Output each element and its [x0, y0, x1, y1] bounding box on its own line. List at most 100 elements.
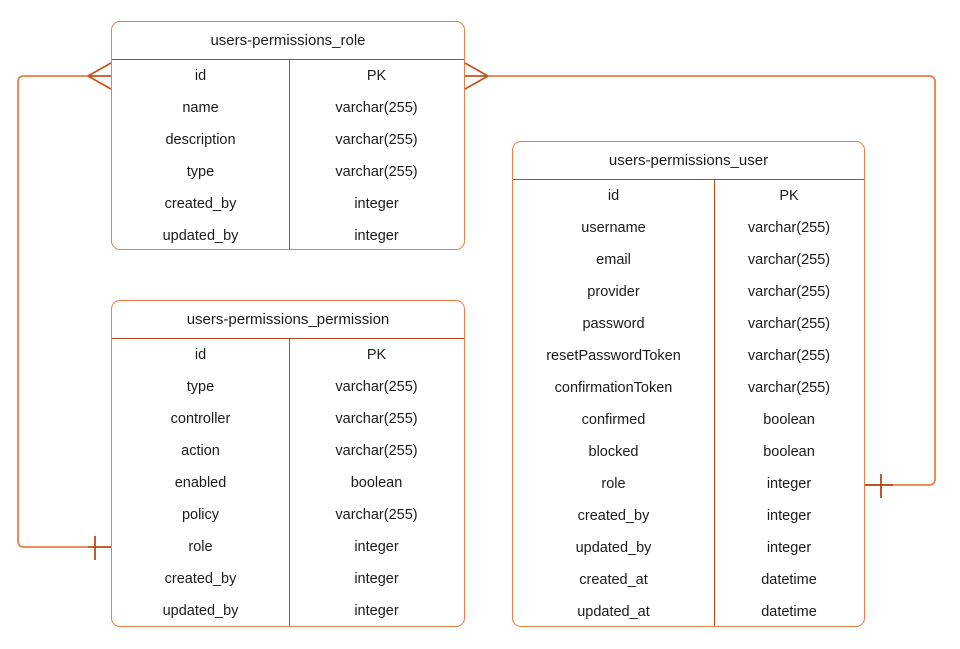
field-type: varchar(255) [335, 507, 418, 523]
field-name: email [596, 252, 631, 268]
field-type: integer [354, 539, 399, 555]
field-type: varchar(255) [747, 380, 831, 396]
field-row[interactable]: password varchar(255) [513, 308, 864, 340]
field-row[interactable]: created_by integer [112, 188, 464, 220]
field-name: resetPasswordToken [546, 348, 681, 364]
field-name: created_by [164, 571, 237, 587]
connector-line-permission-role [17, 75, 88, 548]
tick-one-permission-left [88, 536, 111, 560]
field-row[interactable]: description varchar(255) [112, 124, 464, 156]
field-row[interactable]: role integer [112, 531, 464, 563]
field-row[interactable]: created_by integer [513, 500, 864, 532]
field-name: id [194, 347, 207, 363]
field-row[interactable]: policy varchar(255) [112, 499, 464, 531]
entity-title-user: users-permissions_user [513, 142, 864, 180]
field-name: role [188, 539, 213, 555]
column-divider [714, 180, 715, 626]
field-type: PK [779, 188, 799, 204]
field-name: updated_by [162, 228, 239, 244]
field-name: blocked [588, 444, 639, 460]
relationship-permission-role [17, 62, 112, 560]
entity-fields-user: id PK username varchar(255) email varchar(255… [513, 180, 864, 626]
field-row[interactable]: controller varchar(255) [112, 403, 464, 435]
field-row[interactable]: id PK [513, 180, 864, 212]
field-name: type [186, 379, 215, 395]
field-type: integer [354, 196, 399, 212]
field-name: created_by [164, 196, 237, 212]
field-type: integer [766, 508, 812, 524]
field-type: varchar(255) [335, 443, 418, 459]
field-row[interactable]: resetPasswordToken varchar(255) [513, 340, 864, 372]
column-divider [289, 339, 290, 626]
field-type: datetime [761, 604, 817, 620]
field-row[interactable]: name varchar(255) [112, 92, 464, 124]
field-name: name [182, 100, 219, 116]
field-row[interactable]: confirmationToken varchar(255) [513, 372, 864, 404]
crowfoot-many-role-right [464, 62, 489, 90]
field-type: varchar(255) [335, 132, 418, 148]
field-name: confirmed [581, 412, 646, 428]
field-type: varchar(255) [747, 252, 831, 268]
field-type: PK [366, 347, 387, 363]
field-type: boolean [350, 475, 403, 491]
field-name: policy [181, 507, 220, 523]
field-row[interactable]: type varchar(255) [112, 156, 464, 188]
field-type: varchar(255) [335, 164, 418, 180]
entity-title-permission: users-permissions_permission [112, 301, 464, 339]
field-row[interactable]: confirmed boolean [513, 404, 864, 436]
field-type: PK [366, 68, 387, 84]
field-row[interactable]: enabled boolean [112, 467, 464, 499]
column-divider [289, 60, 290, 249]
entity-fields-role: id PK name varchar(255) description varchar(2… [112, 60, 464, 249]
field-name: provider [587, 284, 640, 300]
field-name: updated_by [575, 540, 652, 556]
field-type: varchar(255) [747, 284, 831, 300]
field-name: controller [170, 411, 231, 427]
field-row[interactable]: email varchar(255) [513, 244, 864, 276]
field-name: id [607, 188, 620, 204]
field-row[interactable]: updated_by integer [112, 220, 464, 249]
field-type: varchar(255) [747, 220, 831, 236]
crowfoot-many-role-left [87, 62, 112, 90]
field-type: varchar(255) [747, 316, 831, 332]
field-name: updated_at [577, 604, 650, 620]
tick-one-user-right [865, 474, 893, 498]
field-type: boolean [763, 412, 815, 428]
field-row[interactable]: updated_at datetime [513, 596, 864, 626]
field-row[interactable]: provider varchar(255) [513, 276, 864, 308]
field-type: varchar(255) [335, 411, 418, 427]
field-type: integer [354, 603, 399, 619]
field-type: integer [766, 540, 812, 556]
entity-title-role: users-permissions_role [112, 22, 464, 60]
field-type: varchar(255) [747, 348, 831, 364]
field-type: integer [354, 228, 399, 244]
field-row[interactable]: updated_by integer [513, 532, 864, 564]
field-type: integer [766, 476, 812, 492]
field-name: password [582, 316, 645, 332]
field-name: confirmationToken [554, 380, 673, 396]
field-name: enabled [174, 475, 227, 491]
field-row[interactable]: blocked boolean [513, 436, 864, 468]
field-name: action [181, 443, 220, 459]
field-name: id [194, 68, 207, 84]
field-row[interactable]: id PK [112, 60, 464, 92]
field-name: created_by [577, 508, 650, 524]
field-name: description [165, 132, 236, 148]
field-row[interactable]: username varchar(255) [513, 212, 864, 244]
field-type: varchar(255) [335, 100, 418, 116]
field-row[interactable]: action varchar(255) [112, 435, 464, 467]
field-name: username [581, 220, 646, 236]
field-type: boolean [763, 444, 815, 460]
field-row[interactable]: id PK [112, 339, 464, 371]
field-name: type [186, 164, 215, 180]
